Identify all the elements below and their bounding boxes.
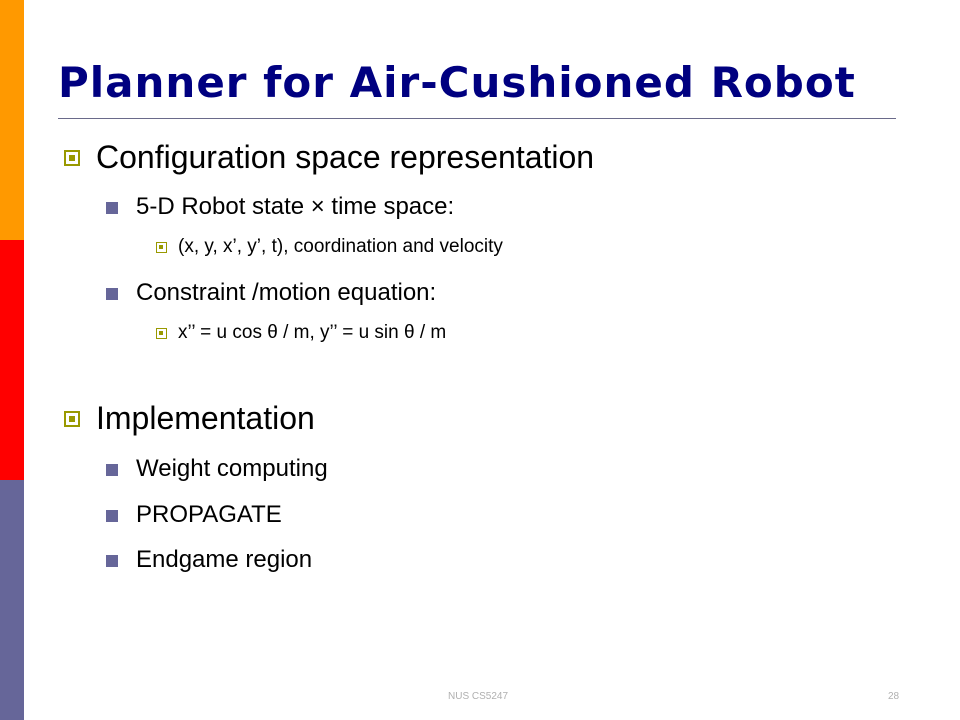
accent-bar-orange	[0, 0, 24, 240]
square-bullet-icon	[106, 464, 118, 476]
footer-course: NUS CS5247	[448, 691, 509, 702]
section-heading-text: Configuration space representation	[96, 139, 595, 175]
bullet-item-text: Constraint /motion equation:	[136, 279, 437, 306]
bullet-item-text: 5-D Robot state × time space:	[136, 193, 455, 220]
slide-title: Planner for Air-Cushioned Robot	[58, 58, 856, 107]
bullet-item-text: Weight computing	[136, 455, 328, 482]
box-bullet-icon	[64, 411, 80, 427]
bullet-item-text: Endgame region	[136, 546, 313, 573]
bullet-item-text: PROPAGATE	[136, 501, 282, 528]
square-bullet-icon	[106, 288, 118, 300]
box-bullet-icon	[64, 150, 80, 166]
section-heading-text: Implementation	[96, 400, 315, 436]
box-bullet-icon	[156, 328, 167, 339]
accent-bar-purple	[0, 480, 24, 720]
square-bullet-icon	[106, 555, 118, 567]
sub-bullet-text: x’’ = u cos θ / m, y’’ = u sin θ / m	[178, 322, 447, 343]
accent-bar-red	[0, 240, 24, 480]
sub-bullet-text: (x, y, x’, y’, t), coordination and velo…	[178, 236, 503, 257]
footer-page-number: 28	[888, 691, 900, 702]
square-bullet-icon	[106, 510, 118, 522]
box-bullet-icon	[156, 242, 167, 253]
title-divider	[58, 118, 896, 119]
square-bullet-icon	[106, 202, 118, 214]
